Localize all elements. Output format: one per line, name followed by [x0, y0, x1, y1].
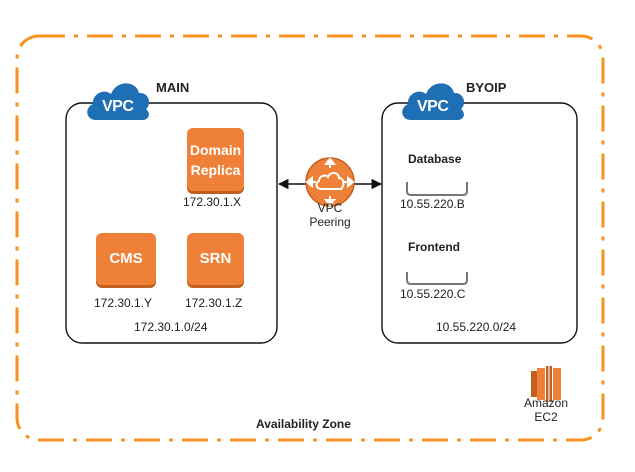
cms-node: CMS [96, 233, 156, 285]
vpc-main-container [65, 102, 278, 344]
domain-replica-label-line1: Domain [189, 141, 242, 158]
frontend-label: Frontend [408, 240, 460, 254]
vpc-main-cloud-icon [87, 83, 150, 121]
amazon-ec2-icon [531, 366, 561, 402]
cms-ip: 172.30.1.Y [94, 296, 153, 310]
srn-node: SRN [187, 233, 244, 285]
vpc-main-badge: VPC [102, 98, 134, 115]
srn-ip: 172.30.1.Z [185, 296, 243, 310]
vpc-peering-label-line1: VPC [317, 201, 343, 215]
srn-label: SRN [199, 250, 232, 267]
domain-replica-label-line2: Replica [190, 161, 241, 178]
amazon-ec2-label-line2: EC2 [534, 410, 558, 424]
vpc-byoip-badge: VPC [417, 98, 449, 115]
vpc-peering-router-icon [305, 157, 355, 207]
vpc-byoip-container [381, 102, 578, 344]
domain-replica-node: Domain Replica [187, 128, 244, 191]
amazon-ec2-label-line1: Amazon [523, 396, 569, 410]
database-bracket [406, 182, 468, 196]
vpc-byoip-cloud-icon [402, 83, 465, 121]
vpc-peering-label-line2: Peering [309, 215, 351, 229]
vpc-main-cidr: 172.30.1.0/24 [134, 320, 208, 334]
cms-label: CMS [109, 250, 143, 267]
frontend-ip: 10.55.220.C [400, 287, 466, 301]
domain-replica-ip: 172.30.1.X [183, 195, 242, 209]
availability-zone-border [15, 34, 605, 442]
vpc-byoip-cidr: 10.55.220.0/24 [436, 320, 517, 334]
frontend-bracket [406, 272, 468, 285]
vpc-main-title: MAIN [156, 80, 190, 95]
availability-zone-label: Availability Zone [256, 417, 351, 431]
database-label: Database [408, 152, 462, 166]
vpc-byoip-title: BYOIP [466, 80, 507, 95]
database-ip: 10.55.220.B [400, 197, 465, 211]
